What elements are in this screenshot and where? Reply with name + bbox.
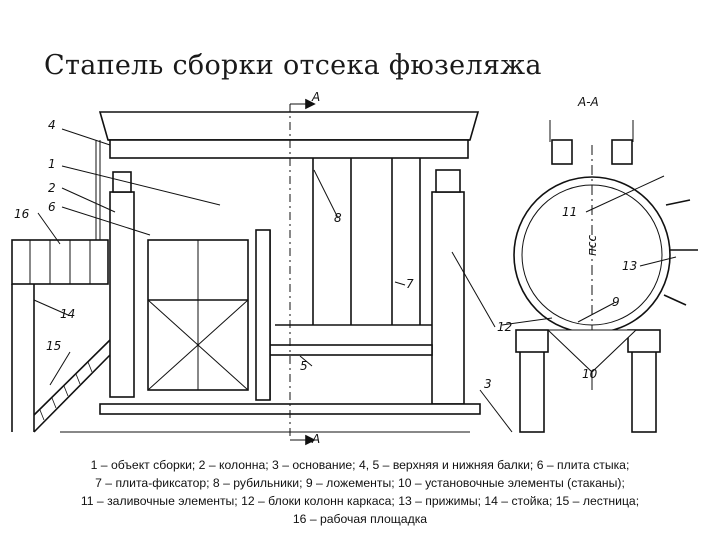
label-12: 12 [497, 320, 512, 334]
upper-beam [98, 111, 480, 141]
caption-line: 11 – заливочные элементы; 12 – блоки кол… [80, 494, 640, 508]
label-4: 4 [48, 118, 56, 132]
slide-title: Стапель сборки отсека фюзеляжа [44, 50, 542, 81]
caption-line: 1 – объект сборки; 2 – колонна; 3 – осно… [90, 458, 630, 472]
section-view-label: А-А [577, 95, 599, 109]
label-8: 8 [334, 211, 342, 225]
label-5: 5 [300, 359, 308, 373]
label-7: 7 [406, 277, 414, 291]
label-14: 14 [60, 307, 75, 321]
label-15: 15 [46, 339, 61, 353]
left-column [109, 191, 135, 398]
label-10: 10 [582, 367, 598, 381]
label-13: 13 [622, 259, 637, 273]
upper-beam-lower [109, 139, 469, 159]
right-support-column [631, 349, 657, 433]
caption-line: 7 – плита-фиксатор; 8 – рубильники; 9 – … [95, 476, 625, 490]
label-11: 11 [562, 205, 577, 219]
work-platform [11, 239, 109, 285]
label-3: 3 [484, 377, 492, 391]
pss-label: псс [585, 235, 599, 256]
caption-line: 16 – рабочая площадка [292, 512, 428, 526]
label-16: 16 [14, 207, 30, 221]
label-9: 9 [612, 295, 620, 309]
figure-caption: 1 – объект сборки; 2 – колонна; 3 – осно… [10, 456, 710, 528]
label-1: 1 [48, 157, 56, 171]
label-6: 6 [48, 200, 56, 214]
label-2: 2 [48, 181, 56, 195]
cradle [546, 329, 638, 373]
right-column [431, 191, 465, 405]
left-support-column [519, 349, 545, 433]
assembly-jig-drawing: А А А-А псс 4 1 2 6 16 14 15 8 7 5 12 3 … [11, 90, 698, 446]
section-marker-top: А [311, 90, 320, 104]
section-marker-bottom: А [311, 432, 320, 446]
